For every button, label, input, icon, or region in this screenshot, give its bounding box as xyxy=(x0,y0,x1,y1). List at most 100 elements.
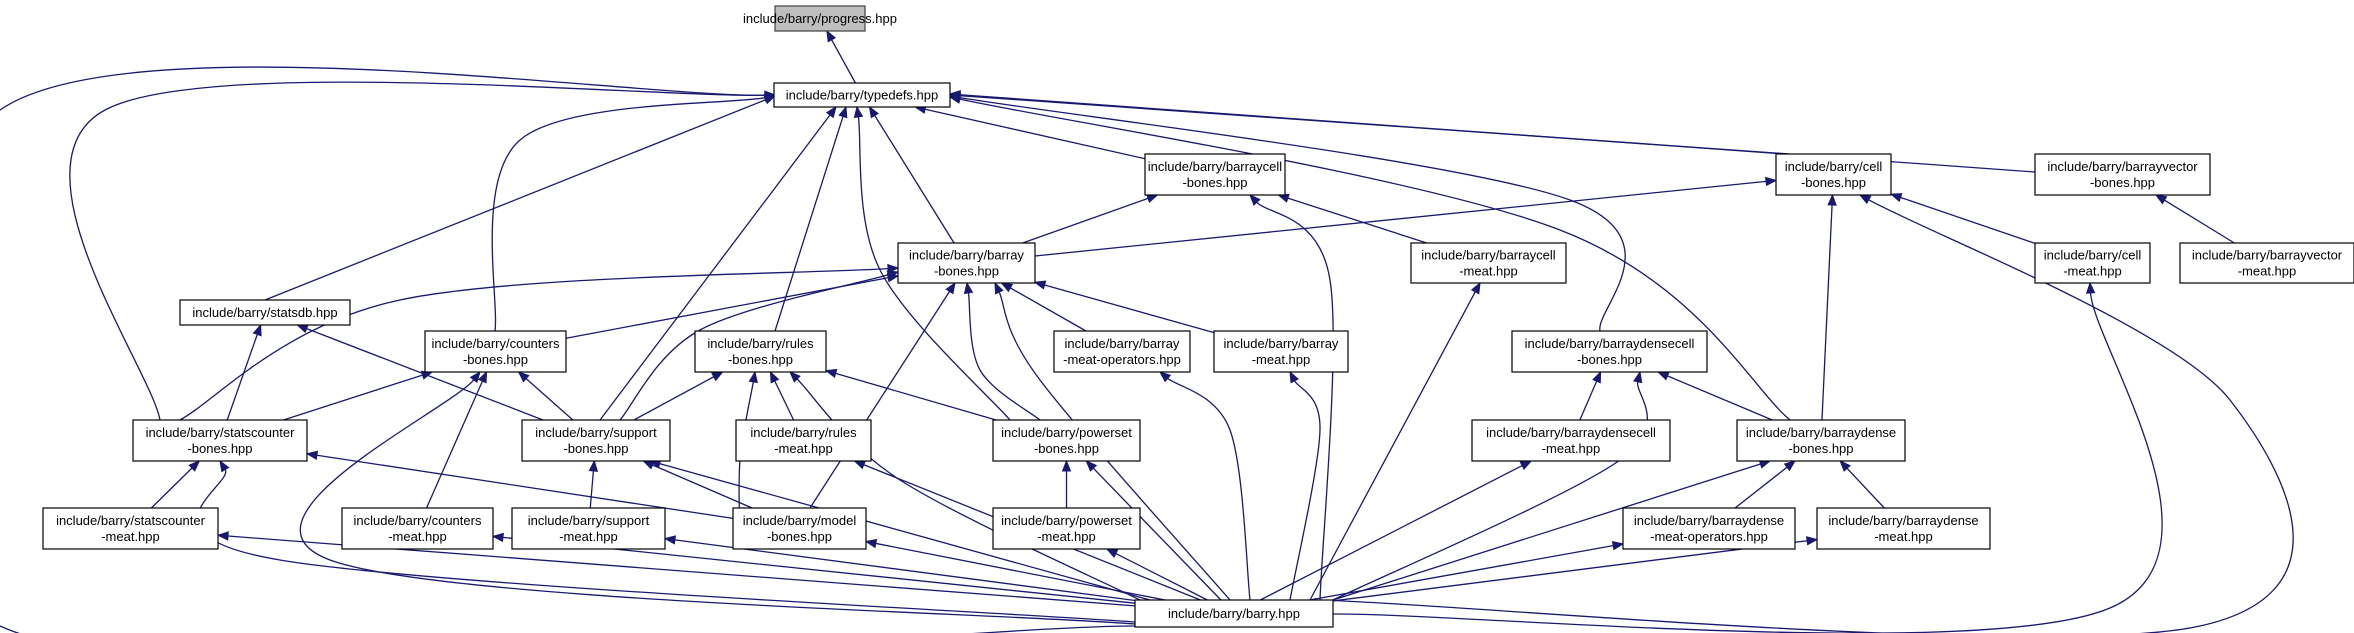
edge-line xyxy=(959,98,1791,421)
node-barry[interactable]: include/barry/barry.hpp xyxy=(1134,599,1334,628)
edge-line xyxy=(857,116,1011,421)
node-statscounter-meat[interactable]: include/barry/statscounter-meat.hpp xyxy=(42,507,219,550)
node-label: -meat.hpp xyxy=(2238,264,2297,279)
node-label: include/barry/statscounter xyxy=(146,425,296,440)
node-support-meat[interactable]: include/barry/support-meat.hpp xyxy=(511,507,666,550)
node-label: -bones.hpp xyxy=(767,529,832,544)
node-cell-meat[interactable]: include/barry/cell-meat.hpp xyxy=(2034,242,2151,284)
node-barraycell-meat[interactable]: include/barry/barraycell-meat.hpp xyxy=(1410,242,1567,284)
node-label: include/barry/barray xyxy=(909,248,1024,263)
node-statscounter-bones[interactable]: include/barry/statscounter-bones.hpp xyxy=(132,419,308,462)
edge-line xyxy=(425,380,484,509)
node-rules-meat[interactable]: include/barry/rules-meat.hpp xyxy=(735,419,872,462)
edge-arrowhead xyxy=(1889,193,1903,203)
node-barray-bones[interactable]: include/barry/barray-bones.hpp xyxy=(897,242,1036,284)
node-label: -meat-operators.hpp xyxy=(1063,352,1181,367)
edge-line xyxy=(659,463,1151,601)
node-label: -meat.hpp xyxy=(1037,529,1096,544)
edge-line xyxy=(197,469,1136,623)
edge-line xyxy=(1022,197,1149,244)
edge-arrowhead xyxy=(789,371,801,383)
edge-arrowhead xyxy=(825,105,837,119)
node-barrayvector-meat[interactable]: include/barry/barrayvector-meat.hpp xyxy=(2179,242,2354,284)
node-barraydense-meat[interactable]: include/barry/barraydense-meat.hpp xyxy=(1816,507,1991,550)
edge-line xyxy=(283,374,423,421)
edge-arrowhead xyxy=(748,370,758,384)
edge-line xyxy=(774,116,844,332)
edge-arrowhead xyxy=(1289,370,1299,384)
edge-barry-to-barraydense-meat-operators xyxy=(1309,541,1625,601)
edge-barray-bones-to-cell-bones xyxy=(1034,176,1778,257)
edge-arrowhead xyxy=(1249,194,1261,206)
edge-support-bones-to-rules-bones xyxy=(633,371,724,421)
node-rules-bones[interactable]: include/barry/rules-bones.hpp xyxy=(694,330,827,373)
node-label: include/barry/barraycell xyxy=(1148,159,1283,174)
edge-line xyxy=(2164,199,2235,244)
node-label: include/barry/support xyxy=(535,425,657,440)
node-model-bones[interactable]: include/barry/model-bones.hpp xyxy=(732,507,867,550)
edge-barry-to-powerset-bones xyxy=(1085,460,1222,601)
edge-cell-bones-to-typedefs xyxy=(948,90,1791,155)
edge-arrowhead xyxy=(1611,541,1625,551)
node-powerset-bones[interactable]: include/barry/powerset-bones.hpp xyxy=(992,419,1141,462)
edge-statscounter-bones-to-barray-bones xyxy=(179,263,900,421)
node-box xyxy=(1144,153,1286,196)
node-box xyxy=(132,419,308,462)
edge-line xyxy=(1667,375,1773,421)
node-box xyxy=(2034,242,2151,284)
edge-arrowhead xyxy=(1000,282,1014,293)
edge-line xyxy=(1821,204,1833,421)
node-barray-meat-operators[interactable]: include/barry/barray-meat-operators.hpp xyxy=(1053,330,1191,373)
edge-barry-to-cell-bones xyxy=(1319,194,2294,633)
edge-counters-meat-to-counters-bones xyxy=(425,370,488,509)
node-label: -meat.hpp xyxy=(1252,352,1311,367)
node-label: include/barry/counters xyxy=(354,513,482,528)
edge-arrowhead xyxy=(588,459,599,472)
edge-line xyxy=(525,378,574,421)
node-progress[interactable]: include/barry/progress.hpp xyxy=(743,5,897,32)
node-label: include/barry/cell xyxy=(2044,248,2142,263)
node-box xyxy=(2034,153,2211,196)
edge-arrowhead xyxy=(1592,370,1602,384)
node-barraydensecell-bones[interactable]: include/barry/barraydensecell-bones.hpp xyxy=(1511,330,1708,373)
node-label: include/barry/cell xyxy=(1785,159,1883,174)
node-label: include/barry/barraydense xyxy=(1634,513,1784,528)
node-box xyxy=(992,507,1141,550)
edge-line xyxy=(0,66,1136,633)
edge-arrowhead xyxy=(887,263,900,274)
node-barray-meat[interactable]: include/barry/barray-meat.hpp xyxy=(1213,330,1349,373)
edge-powerset-bones-to-typedefs xyxy=(853,105,1011,421)
edge-line xyxy=(619,274,889,421)
node-counters-bones[interactable]: include/barry/counters-bones.hpp xyxy=(424,330,567,373)
edge-line xyxy=(599,114,831,421)
edge-line xyxy=(674,539,1136,602)
node-support-bones[interactable]: include/barry/support-bones.hpp xyxy=(521,419,671,462)
edge-statscounter-bones-to-statsdb xyxy=(226,323,262,421)
edge-arrowhead xyxy=(477,370,488,384)
file-nodes: include/barry/progress.hpp include/barry/… xyxy=(42,5,2354,628)
node-barraydense-meat-operators[interactable]: include/barry/barraydense-meat-operators… xyxy=(1622,507,1796,550)
edge-arrowhead xyxy=(886,270,900,280)
node-barrayvector-bones[interactable]: include/barry/barrayvector-bones.hpp xyxy=(2034,153,2211,196)
edge-barray-meat-operators-to-barray-bones xyxy=(1000,282,1087,332)
node-barraydensecell-meat[interactable]: include/barry/barraydensecell-meat.hpp xyxy=(1471,419,1671,462)
node-statsdb[interactable]: include/barry/statsdb.hpp xyxy=(179,299,351,326)
node-barraycell-bones[interactable]: include/barry/barraycell-bones.hpp xyxy=(1144,153,1286,196)
edge-arrowhead xyxy=(994,281,1004,295)
node-box xyxy=(1816,507,1991,550)
node-counters-meat[interactable]: include/barry/counters-meat.hpp xyxy=(341,507,494,550)
node-barraydense-bones[interactable]: include/barry/barraydense-bones.hpp xyxy=(1736,419,1906,462)
node-label: include/barry/barraydense xyxy=(1746,425,1896,440)
node-cell-bones[interactable]: include/barry/cell-bones.hpp xyxy=(1775,153,1892,196)
node-label: include/barry/statscounter xyxy=(56,513,206,528)
edge-arrowhead xyxy=(305,450,319,461)
edge-line xyxy=(1332,381,1649,601)
node-label: -meat.hpp xyxy=(388,529,447,544)
node-label: -bones.hpp xyxy=(2090,175,2155,190)
node-label: include/barry/support xyxy=(528,513,650,528)
node-powerset-meat[interactable]: include/barry/powerset-meat.hpp xyxy=(992,507,1141,550)
node-typedefs[interactable]: include/barry/typedefs.hpp xyxy=(773,82,951,108)
edge-line xyxy=(1092,467,1222,601)
node-label: -meat.hpp xyxy=(774,441,833,456)
edge-arrowhead xyxy=(188,460,201,472)
